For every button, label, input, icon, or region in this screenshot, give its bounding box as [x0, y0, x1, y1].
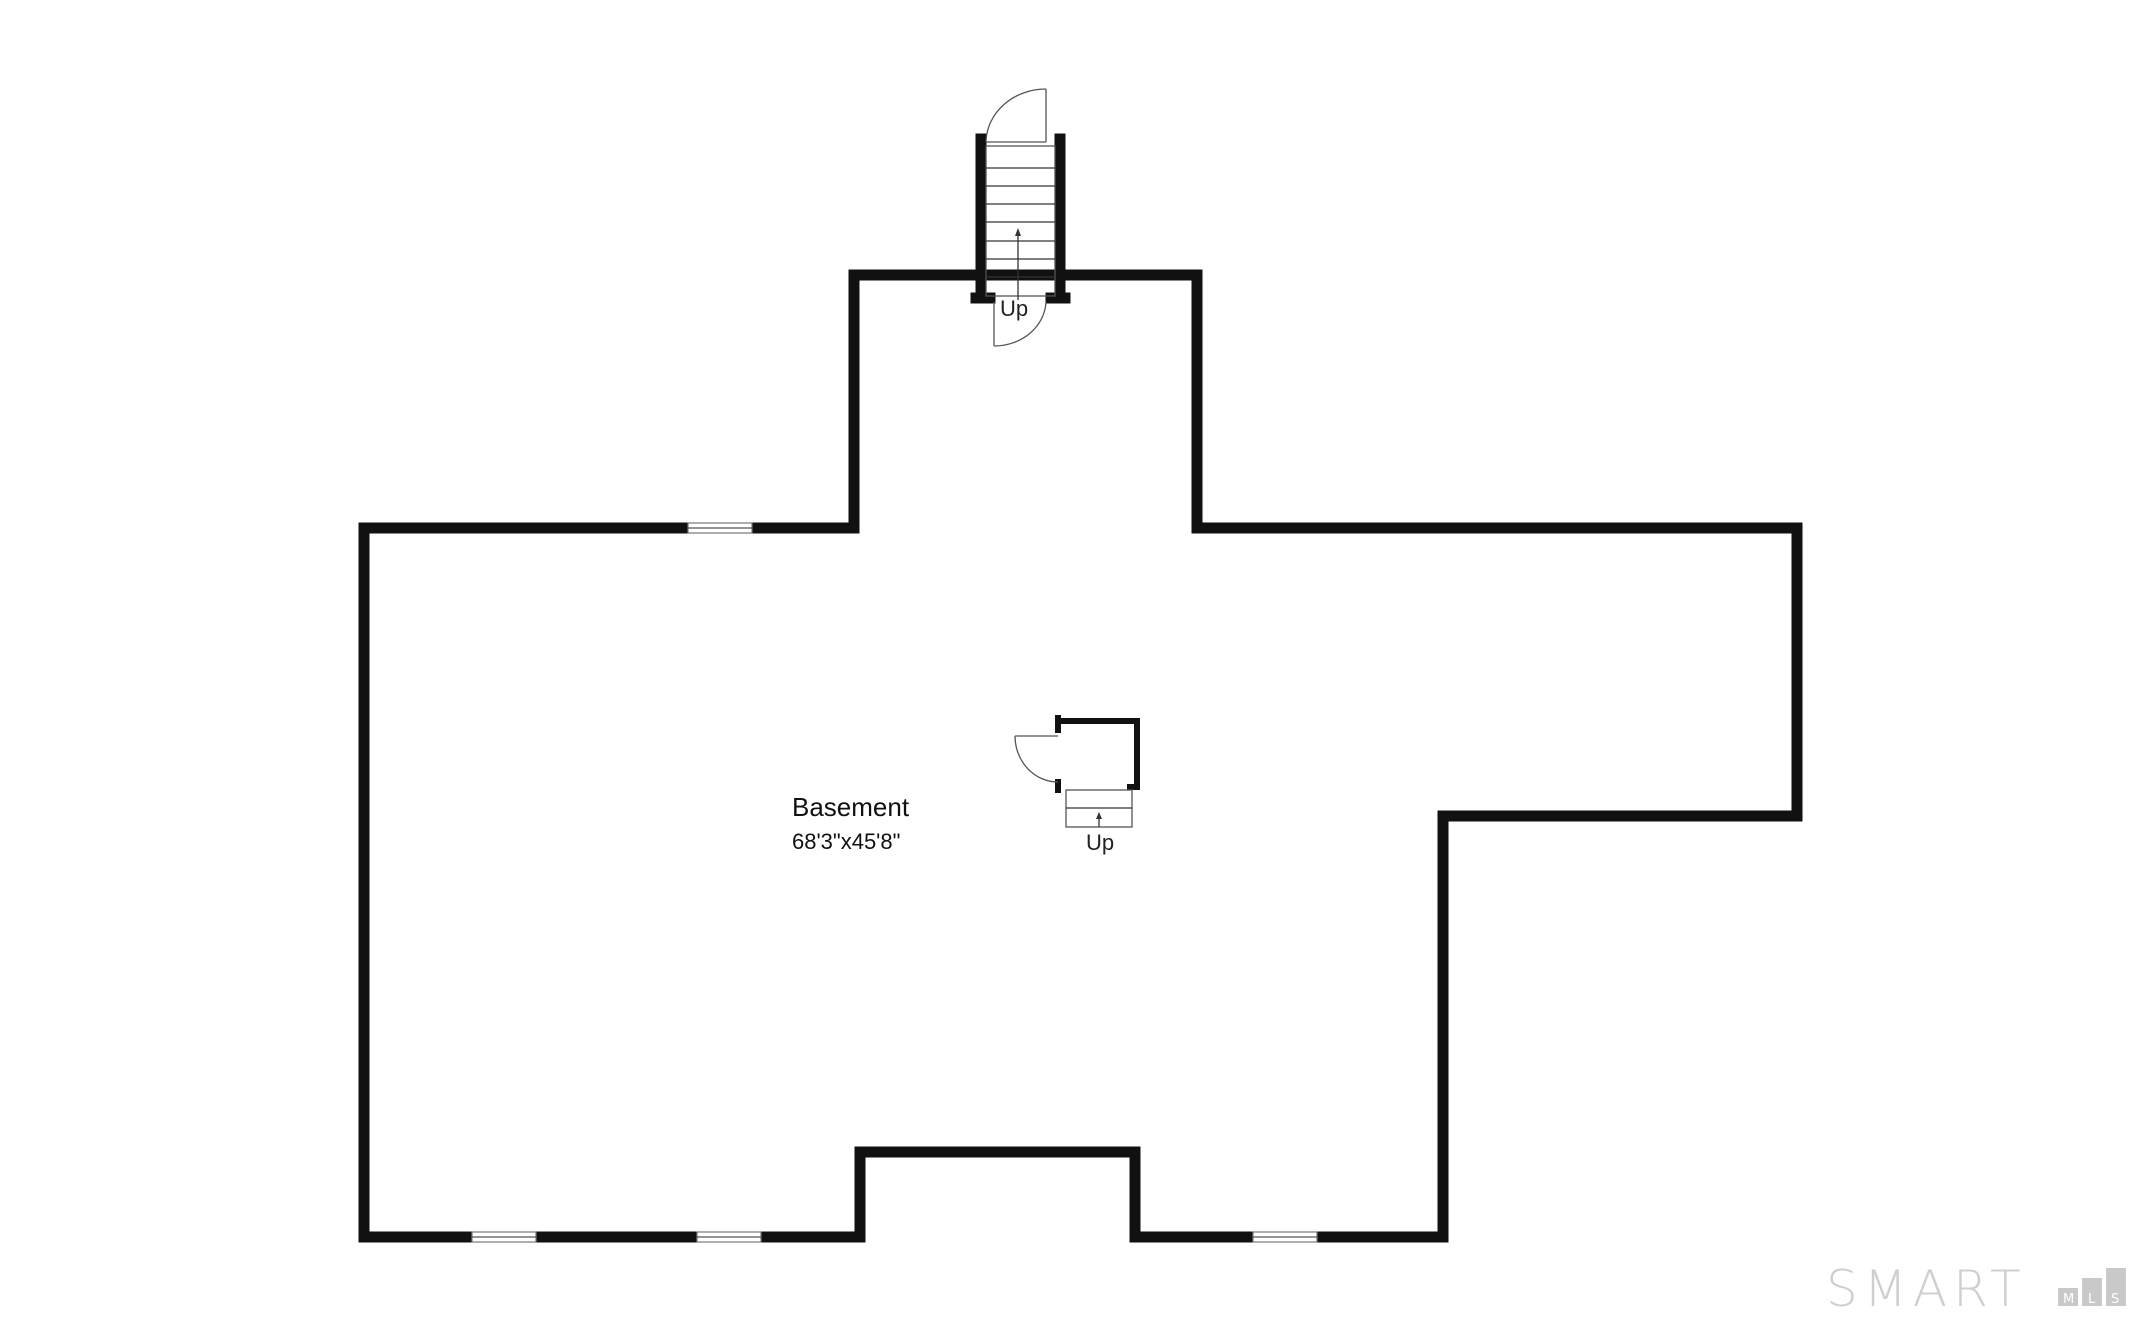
logo-letter-l: L — [2088, 1292, 2096, 1307]
room-name: Basement — [792, 792, 910, 822]
smart-mls-logo: SMART M L S — [1826, 1260, 2126, 1318]
logo-wordmark: SMART — [1826, 1260, 2027, 1318]
exterior-wall — [358, 269, 1803, 1243]
upper-stairwell — [970, 133, 1071, 304]
top-exterior-door — [985, 88, 1047, 143]
arrow-up-icon — [1015, 228, 1021, 236]
upper-stair-label: Up — [1000, 296, 1028, 321]
logo-letter-s: S — [2111, 1292, 2119, 1307]
room-dimensions: 68'3"x45'8" — [792, 829, 900, 854]
arrow-up-icon — [1096, 812, 1102, 819]
inner-stair-label: Up — [1086, 830, 1114, 855]
interior-stair-closet — [1014, 715, 1140, 828]
logo-letter-m: M — [2063, 1292, 2074, 1307]
stair-bottom-door — [993, 301, 1047, 347]
